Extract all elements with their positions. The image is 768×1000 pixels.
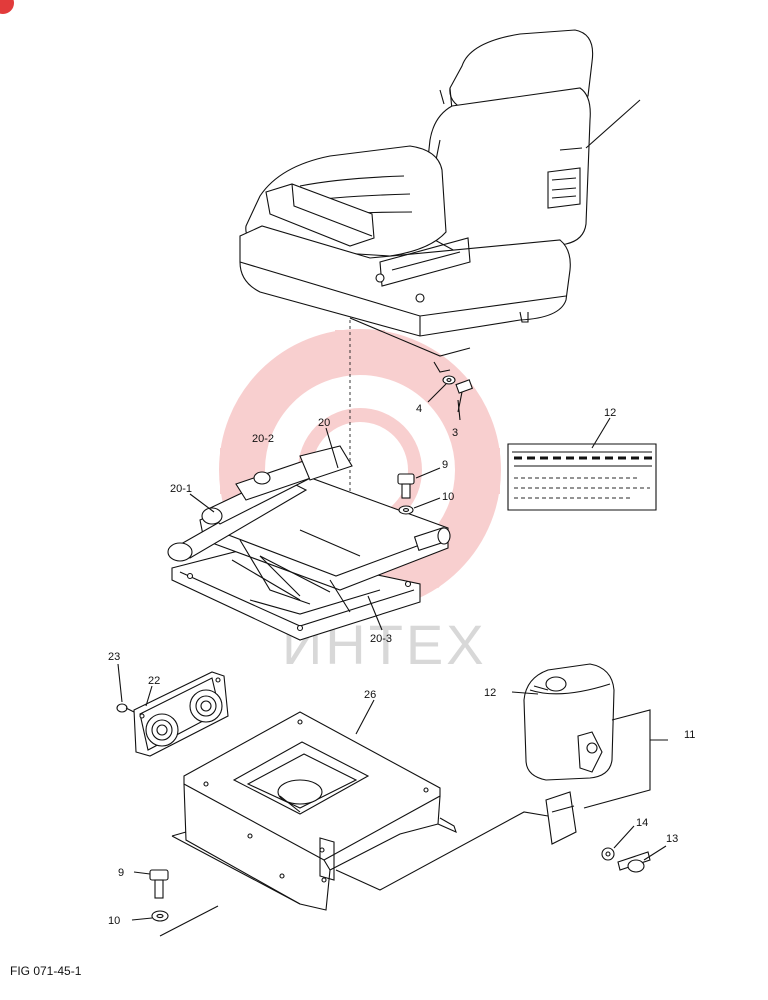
- washer-10-upper: [398, 497, 441, 515]
- leader-12-cap: [511, 691, 539, 695]
- washer-10-lower: [131, 910, 169, 922]
- bolt-3: [455, 379, 473, 421]
- bolt-9-upper: [397, 467, 441, 499]
- switch-panel-22: [133, 671, 229, 757]
- label-20-2: 20-2: [252, 433, 274, 445]
- bolt-13: [617, 845, 667, 873]
- label-9-lower: 9: [118, 867, 124, 879]
- washer-reservoir-11: [523, 663, 668, 809]
- leader-20-1: [189, 493, 215, 513]
- label-10-upper: 10: [442, 491, 454, 503]
- label-4: 4: [416, 403, 422, 415]
- label-12-cap: 12: [484, 687, 496, 699]
- label-13: 13: [666, 833, 678, 845]
- figure-caption: FIG 071-45-1: [10, 964, 82, 978]
- leader-20-3: [367, 595, 383, 631]
- label-23: 23: [108, 651, 120, 663]
- seat-assembly: [239, 29, 641, 373]
- bolt-9-lower: [133, 869, 169, 899]
- label-20-3: 20-3: [370, 633, 392, 645]
- washer-14: [601, 825, 635, 861]
- label-26: 26: [364, 689, 376, 701]
- bolt-guide-line: [159, 905, 219, 937]
- mounting-bracket-26: [171, 699, 457, 911]
- label-12-decal: 12: [604, 407, 616, 419]
- leader-20: [325, 427, 339, 469]
- warning-decal-12: [507, 417, 657, 511]
- label-9-upper: 9: [442, 459, 448, 471]
- assembly-guide-line: [335, 811, 549, 891]
- label-14: 14: [636, 817, 648, 829]
- label-20-1: 20-1: [170, 483, 192, 495]
- reservoir-clip: [545, 791, 577, 845]
- screw-23: [116, 663, 135, 713]
- label-20: 20: [318, 417, 330, 429]
- label-22: 22: [148, 675, 160, 687]
- label-3: 3: [452, 427, 458, 439]
- suspension-assembly-20: [167, 445, 451, 641]
- corner-badge-icon: [0, 0, 14, 14]
- washer-4: [427, 375, 456, 403]
- label-11: 11: [684, 729, 695, 741]
- label-10-lower: 10: [108, 915, 120, 927]
